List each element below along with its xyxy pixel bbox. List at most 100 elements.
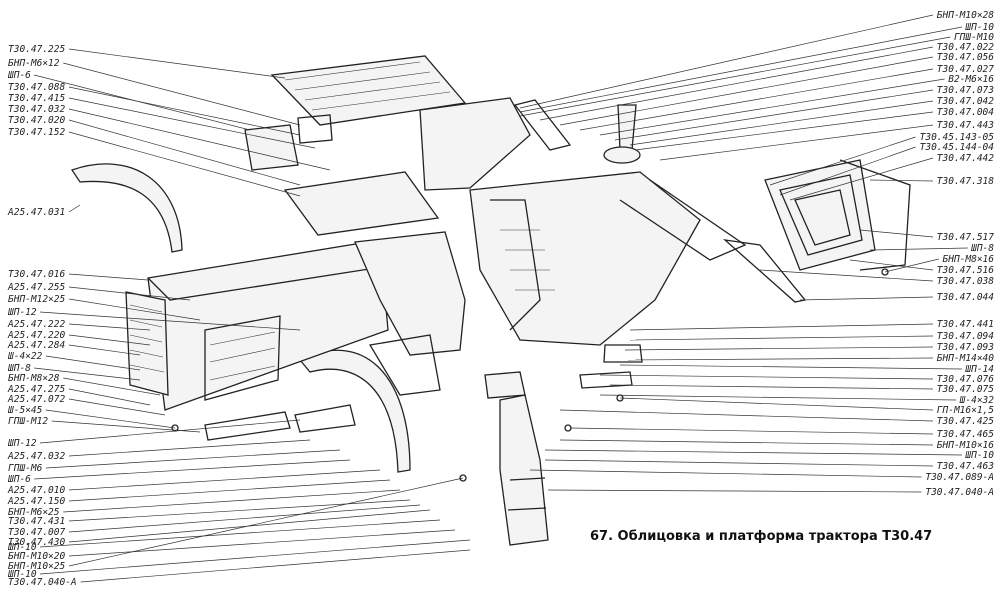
callout-label-left: ШП-12	[7, 307, 37, 318]
callout-label-right: Ш-4×32	[959, 395, 995, 406]
callout-label-left: А25.47.275	[7, 384, 65, 395]
callout-label-left: Т30.47.016	[8, 269, 65, 280]
callout-label-left: А25.47.150	[7, 496, 65, 507]
floor-plate	[270, 55, 467, 126]
leader-line	[599, 374, 934, 380]
callout-label-left: БНП-М6×12	[8, 58, 60, 69]
leader-line	[68, 344, 141, 356]
callout-label-left: ШП-12	[7, 438, 37, 449]
leader-line	[45, 409, 176, 429]
callout-label-right: Т30.47.056	[937, 52, 994, 63]
leader-line	[68, 298, 201, 321]
leader-line	[68, 504, 421, 533]
labels-right-column: БНП-М10×28ШП-10ГПШ-М10Т30.47.022Т30.47.0…	[920, 10, 995, 498]
callout-label-right: ШП-8	[970, 243, 994, 254]
leader-lines	[34, 14, 968, 583]
radiator-housing	[354, 231, 466, 356]
callout-label-right: Т30.45.143-05	[920, 132, 995, 143]
leader-line	[68, 469, 381, 491]
callout-label-right: Т30.47.089-А	[925, 472, 994, 483]
leader-line	[63, 489, 401, 513]
callout-label-right: Т30.47.516	[937, 265, 994, 276]
leader-line	[569, 427, 934, 435]
leader-line	[68, 334, 151, 346]
leader-line	[627, 357, 934, 361]
leader-line	[659, 124, 934, 161]
leader-line	[869, 247, 968, 251]
leader-line	[45, 355, 141, 371]
callout-label-left: БНП-М10×25	[8, 561, 65, 572]
callout-label-left: БНП-М12×25	[8, 294, 65, 305]
cab-frame	[469, 171, 701, 346]
callout-label-right: ШП-10	[964, 450, 994, 461]
leader-line	[559, 439, 934, 446]
callout-label-left: А25.47.032	[7, 451, 65, 462]
leader-line	[39, 519, 441, 548]
leader-line	[68, 286, 191, 301]
leader-line	[529, 469, 922, 478]
leader-line	[769, 136, 916, 186]
callout-label-right: БНП-М10×28	[937, 10, 994, 21]
callout-label-left: Ш-4×22	[7, 351, 43, 362]
leader-line	[68, 323, 151, 331]
fender-left	[70, 163, 183, 253]
callout-label-left: ГПШ-М6	[8, 463, 43, 474]
callout-label-left: Т30.47.040-А	[8, 577, 77, 588]
callout-label-right: Т30.47.073	[937, 85, 994, 96]
callout-label-left: А25.47.222	[7, 319, 65, 330]
leader-line	[539, 46, 934, 121]
callout-label-left: Т30.47.088	[8, 82, 65, 93]
callout-label-right: Т30.47.425	[937, 416, 994, 427]
callout-label-right: Т30.47.042	[937, 96, 994, 107]
leader-line	[619, 397, 934, 411]
callout-label-right: БНП-М10×16	[937, 440, 994, 451]
leader-line	[519, 26, 963, 113]
callout-label-left: ШП-10	[7, 542, 37, 553]
window-frame	[764, 159, 876, 271]
callout-label-left: БНП-М6×25	[8, 507, 60, 518]
callout-label-right: Т30.47.094	[937, 331, 994, 342]
callout-label-right: Т30.47.517	[937, 232, 994, 243]
leader-line	[39, 419, 301, 444]
leader-line	[779, 146, 916, 196]
callout-label-left: А25.47.220	[7, 330, 65, 341]
callout-label-left: ШП-10	[7, 569, 37, 580]
callout-label-left: Т30.47.430	[8, 537, 65, 548]
hinge-bracket	[513, 99, 572, 151]
exploded-assembly-drawing	[70, 55, 911, 546]
leader-line	[799, 296, 934, 301]
leader-line	[68, 529, 456, 557]
callout-label-left: А25.47.284	[7, 340, 65, 351]
callout-label-right: В2-М6×16	[948, 74, 994, 85]
leader-line	[68, 388, 151, 406]
leader-line	[45, 449, 341, 469]
leader-line	[68, 398, 166, 416]
pedal-bracket	[244, 124, 299, 171]
leader-line	[849, 259, 934, 271]
leader-line	[34, 367, 141, 381]
callout-label-left: БНП-М10×20	[8, 551, 65, 562]
callout-label-left: Т30.47.431	[8, 516, 65, 527]
leader-line	[80, 549, 471, 583]
callout-label-left: ШП-6	[7, 474, 31, 485]
callout-label-right: Т30.47.038	[937, 276, 994, 287]
callout-label-right: Т30.47.022	[937, 42, 994, 53]
callout-label-left: Т30.47.020	[8, 115, 65, 126]
leader-line	[68, 97, 316, 149]
leader-line	[629, 323, 934, 331]
leader-line	[68, 204, 81, 213]
leader-line	[39, 311, 301, 331]
leader-line	[544, 459, 934, 467]
callout-label-left: Т30.47.415	[8, 93, 65, 104]
leader-line	[547, 489, 922, 493]
leader-line	[68, 439, 311, 457]
leader-line	[629, 100, 934, 146]
callout-label-right: ГПШ-М10	[954, 32, 994, 43]
leader-line	[63, 377, 161, 396]
callout-label-left: ШП-6	[7, 70, 31, 81]
callout-label-left: А25.47.255	[7, 282, 65, 293]
callout-label-left: БНП-М8×28	[8, 373, 60, 384]
callout-label-right: Т30.47.093	[937, 342, 994, 353]
callout-label-right: ШП-10	[964, 22, 994, 33]
callout-label-right: Т30.47.463	[937, 461, 994, 472]
